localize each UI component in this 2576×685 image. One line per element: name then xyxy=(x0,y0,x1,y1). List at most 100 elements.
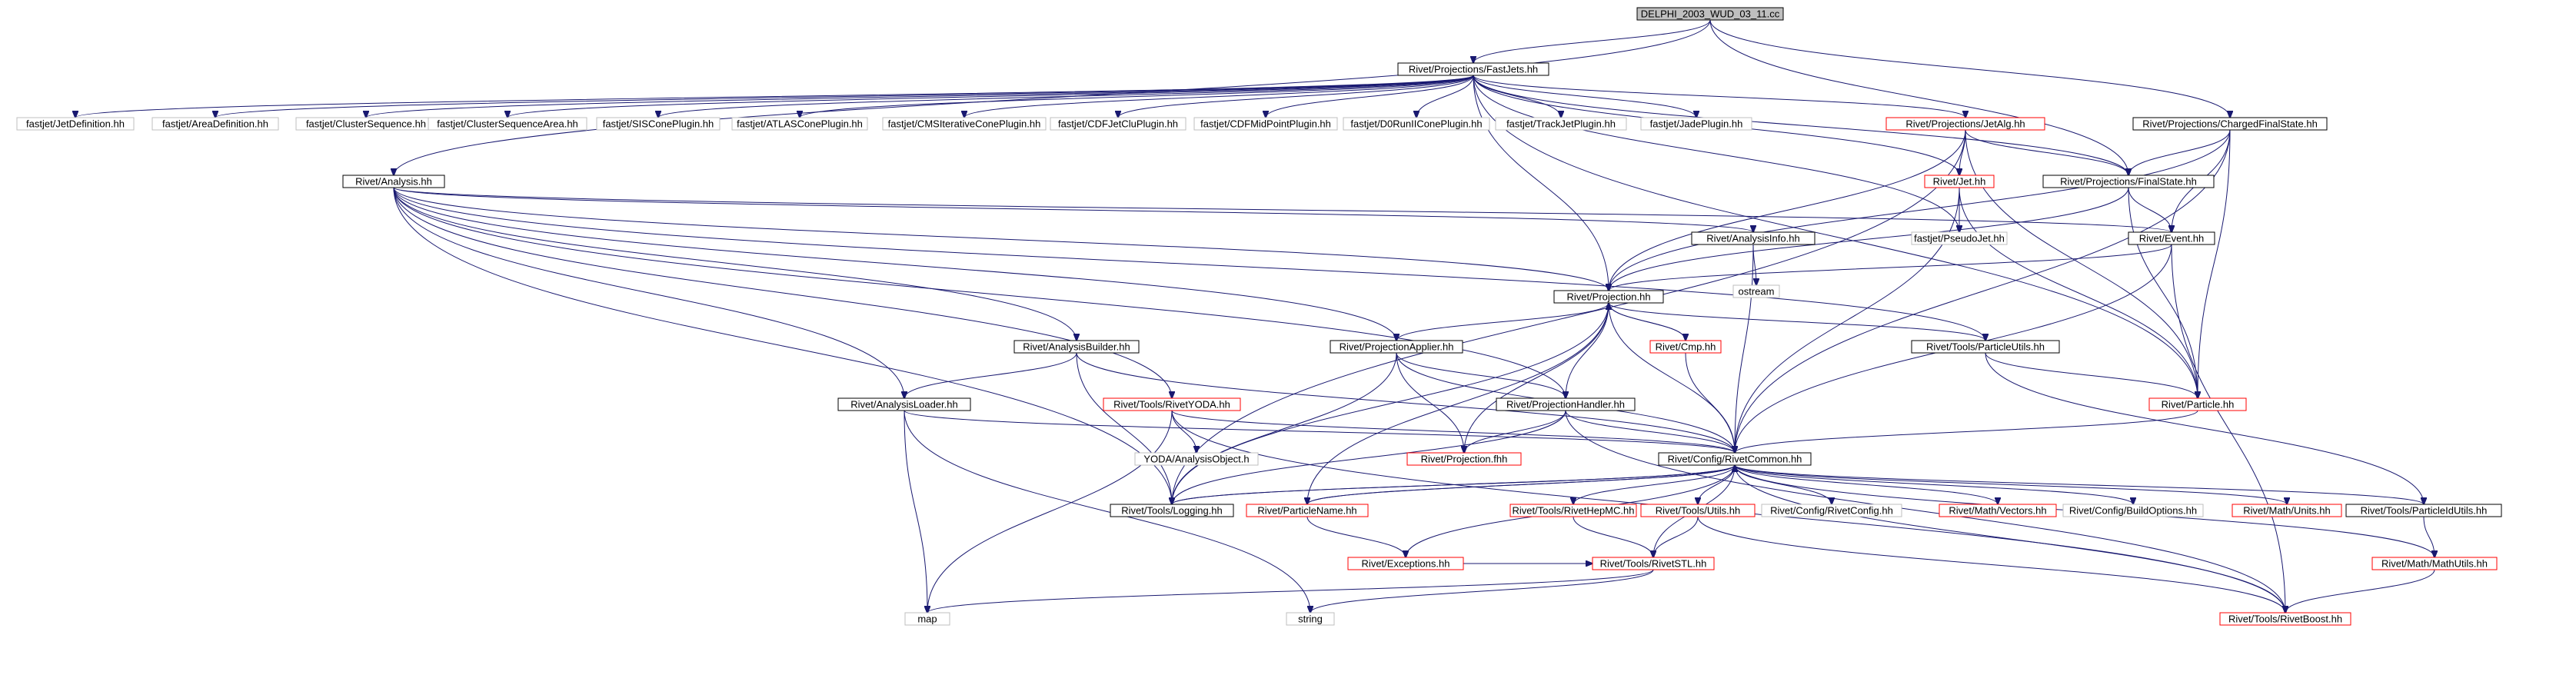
edge-rivetcommon-to-vectors xyxy=(1734,464,1998,504)
node-label-mathutils: Rivet/Math/MathUtils.hh xyxy=(2381,558,2488,570)
node-analysisbuilder[interactable]: Rivet/AnalysisBuilder.hh xyxy=(1013,340,1140,354)
node-particleutils[interactable]: Rivet/Tools/ParticleUtils.hh xyxy=(1911,340,2060,354)
node-rivetconfig: Rivet/Config/RivetConfig.hh xyxy=(1761,504,1902,517)
node-yodaobj: YODA/AnalysisObject.h xyxy=(1134,452,1259,466)
node-label-vectors: Rivet/Math/Vectors.hh xyxy=(1949,505,2046,517)
node-layer: DELPHI_2003_WUD_03_11.ccRivet/Projection… xyxy=(16,7,2502,626)
node-box-analysis xyxy=(342,175,445,188)
edge-analysis-to-analysisloader xyxy=(393,187,904,398)
node-label-siscone: fastjet/SISConePlugin.hh xyxy=(603,118,714,130)
node-rivetstl[interactable]: Rivet/Tools/RivetSTL.hh xyxy=(1592,557,1715,570)
node-fastjets[interactable]: Rivet/Projections/FastJets.hh xyxy=(1397,62,1549,76)
node-box-jetalg xyxy=(1885,117,2045,131)
node-atlascone: fastjet/ATLASConePlugin.hh xyxy=(731,117,868,131)
node-jetdef: fastjet/JetDefinition.hh xyxy=(16,117,135,131)
node-utils[interactable]: Rivet/Tools/Utils.hh xyxy=(1640,504,1756,517)
edge-analysis-to-analysisbuilder xyxy=(393,187,1077,341)
edge-analysisinfo-to-rivetcommon xyxy=(1735,244,1754,453)
node-exceptions[interactable]: Rivet/Exceptions.hh xyxy=(1347,557,1464,570)
node-cmp[interactable]: Rivet/Cmp.hh xyxy=(1649,340,1722,354)
edge-rivetyoda-to-map xyxy=(927,410,1173,613)
node-rivetcommon[interactable]: Rivet/Config/RivetCommon.hh xyxy=(1658,452,1812,466)
edge-projection-to-projfhh xyxy=(1464,302,1609,453)
edge-rivetcommon-to-units xyxy=(1734,464,2287,504)
node-finalstate[interactable]: Rivet/Projections/FinalState.hh xyxy=(2042,175,2215,188)
node-particlename[interactable]: Rivet/ParticleName.hh xyxy=(1246,504,1369,517)
node-label-jade: fastjet/JadePlugin.hh xyxy=(1650,118,1743,130)
node-box-buildopts xyxy=(2062,504,2204,517)
edge-rivetyoda-to-rivetcommon xyxy=(1171,410,1735,453)
edge-mathutils-to-rivetboost xyxy=(2285,569,2435,613)
node-units[interactable]: Rivet/Math/Units.hh xyxy=(2232,504,2342,517)
node-box-event xyxy=(2128,231,2215,245)
edge-chargedfs-to-particle xyxy=(2198,129,2231,398)
edge-root-to-chargedfs xyxy=(1709,19,2230,118)
edge-analysisbuilder-to-logging xyxy=(1076,352,1172,504)
edge-analysisbuilder-to-rivetcommon xyxy=(1076,352,1735,453)
edge-analysis-to-projhandler xyxy=(393,187,1566,398)
node-label-jetalg: Rivet/Projections/JetAlg.hh xyxy=(1905,118,2025,130)
edge-rivetcommon-to-rivetconfig xyxy=(1734,464,1832,504)
edge-particle-to-rivetcommon xyxy=(1735,410,2198,453)
node-d0run: fastjet/D0RunIIConePlugin.hh xyxy=(1343,117,1490,131)
node-box-particleutils xyxy=(1911,340,2060,354)
node-jetalg[interactable]: Rivet/Projections/JetAlg.hh xyxy=(1885,117,2045,131)
node-cmsiter: fastjet/CMSIterativeConePlugin.hh xyxy=(882,117,1047,131)
node-rivetyoda[interactable]: Rivet/Tools/RivetYODA.hh xyxy=(1103,397,1241,411)
node-label-particlename: Rivet/ParticleName.hh xyxy=(1257,505,1356,517)
node-jet[interactable]: Rivet/Jet.hh xyxy=(1924,175,1995,188)
edge-projhandler-to-rivetcommon xyxy=(1565,410,1735,453)
node-box-finalstate xyxy=(2042,175,2215,188)
node-label-units: Rivet/Math/Units.hh xyxy=(2243,505,2330,517)
node-box-units xyxy=(2232,504,2342,517)
edge-fastjets-to-clusterseqarea xyxy=(508,75,1474,118)
node-label-rivetstl: Rivet/Tools/RivetSTL.hh xyxy=(1600,558,1707,570)
node-box-particleidutils xyxy=(2345,504,2502,517)
node-box-mathutils xyxy=(2371,557,2498,570)
node-box-particlename xyxy=(1246,504,1369,517)
edge-analysis-to-event xyxy=(393,187,2172,232)
node-logging[interactable]: Rivet/Tools/Logging.hh xyxy=(1110,504,1234,517)
edge-analysis-to-logging xyxy=(393,187,1172,504)
edge-chargedfs-to-projection xyxy=(1609,129,2231,291)
node-box-exceptions xyxy=(1347,557,1464,570)
node-box-d0run xyxy=(1343,117,1490,131)
node-analysisinfo[interactable]: Rivet/AnalysisInfo.hh xyxy=(1691,231,1816,245)
node-rivethepmc[interactable]: Rivet/Tools/RivetHepMC.hh xyxy=(1509,504,1637,517)
node-label-cmp: Rivet/Cmp.hh xyxy=(1656,341,1716,353)
node-label-event: Rivet/Event.hh xyxy=(2139,233,2205,244)
edge-root-to-fastjets xyxy=(1473,19,1711,63)
edge-fastjets-to-cdfjetclu xyxy=(1118,75,1474,118)
node-root[interactable]: DELPHI_2003_WUD_03_11.cc xyxy=(1636,7,1784,21)
node-rivetboost[interactable]: Rivet/Tools/RivetBoost.hh xyxy=(2219,612,2351,626)
node-label-cdfmid: fastjet/CDFMidPointPlugin.hh xyxy=(1200,118,1331,130)
node-clusterseq: fastjet/ClusterSequence.hh xyxy=(295,117,437,131)
node-box-fastjets xyxy=(1397,62,1549,76)
node-label-yodaobj: YODA/AnalysisObject.h xyxy=(1143,454,1249,465)
node-event[interactable]: Rivet/Event.hh xyxy=(2128,231,2215,245)
node-label-cdfjetclu: fastjet/CDFJetCluPlugin.hh xyxy=(1058,118,1178,130)
node-mathutils[interactable]: Rivet/Math/MathUtils.hh xyxy=(2371,557,2498,570)
node-box-map xyxy=(904,612,950,626)
node-label-projapplier: Rivet/ProjectionApplier.hh xyxy=(1340,341,1454,353)
node-analysis[interactable]: Rivet/Analysis.hh xyxy=(342,175,445,188)
node-box-rivetyoda xyxy=(1103,397,1241,411)
node-label-exceptions: Rivet/Exceptions.hh xyxy=(1362,558,1450,570)
node-particleidutils[interactable]: Rivet/Tools/ParticleIdUtils.hh xyxy=(2345,504,2502,517)
node-projfhh[interactable]: Rivet/Projection.fhh xyxy=(1406,452,1522,466)
node-box-projection xyxy=(1553,290,1664,304)
node-projection[interactable]: Rivet/Projection.hh xyxy=(1553,290,1664,304)
node-projhandler[interactable]: Rivet/ProjectionHandler.hh xyxy=(1496,397,1636,411)
node-projapplier[interactable]: Rivet/ProjectionApplier.hh xyxy=(1330,340,1463,354)
node-cdfmid: fastjet/CDFMidPointPlugin.hh xyxy=(1193,117,1338,131)
node-vectors[interactable]: Rivet/Math/Vectors.hh xyxy=(1939,504,2057,517)
edge-analysis-to-projapplier xyxy=(393,187,1396,341)
node-chargedfs[interactable]: Rivet/Projections/ChargedFinalState.hh xyxy=(2132,117,2328,131)
node-label-analysis: Rivet/Analysis.hh xyxy=(355,176,432,188)
node-label-particleidutils: Rivet/Tools/ParticleIdUtils.hh xyxy=(2361,505,2488,517)
edge-fastjets-to-clusterseq xyxy=(366,75,1474,118)
node-particle[interactable]: Rivet/Particle.hh xyxy=(2148,397,2247,411)
edge-fastjets-to-pseudojet xyxy=(1473,75,1959,232)
node-box-cmp xyxy=(1649,340,1722,354)
node-analysisloader[interactable]: Rivet/AnalysisLoader.hh xyxy=(837,397,971,411)
